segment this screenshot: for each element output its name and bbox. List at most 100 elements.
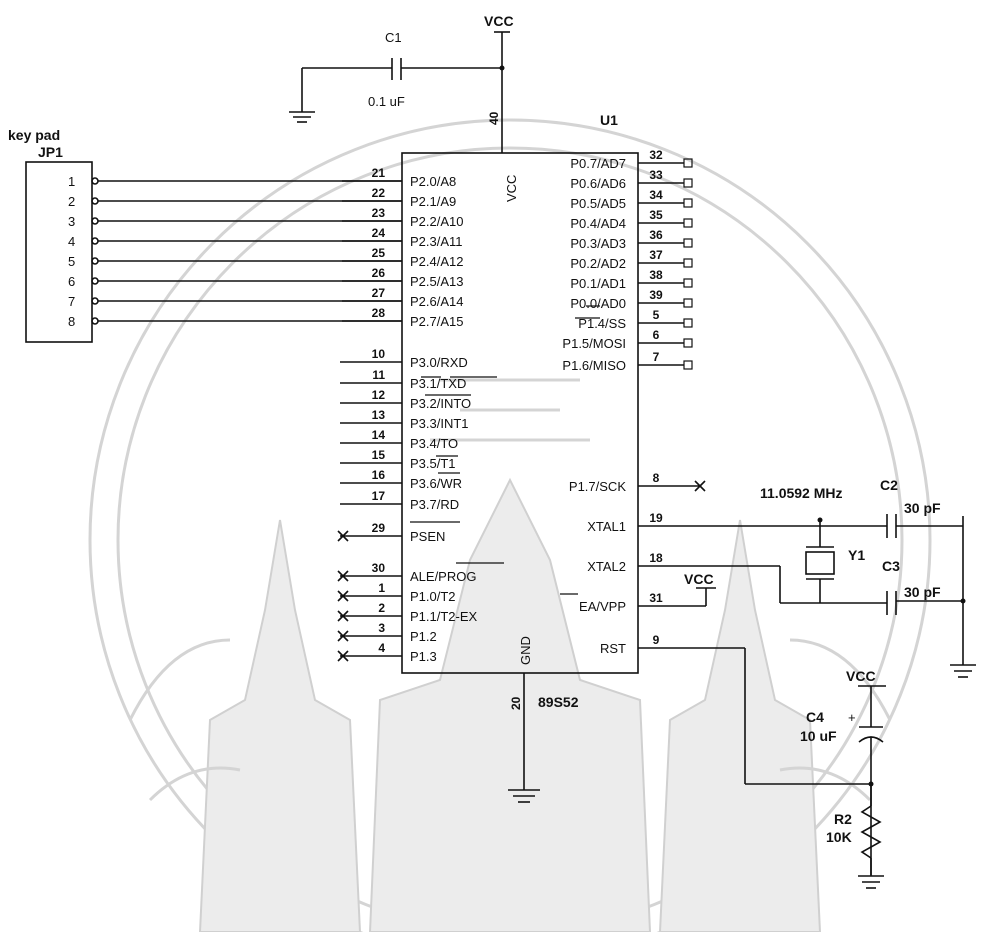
pin-number: 23 bbox=[372, 206, 386, 220]
pin-number: 33 bbox=[649, 168, 663, 182]
keypad-pin-number: 6 bbox=[68, 274, 75, 289]
pin-name: P0.1/AD1 bbox=[570, 276, 626, 291]
pin-number: 7 bbox=[653, 350, 660, 364]
pin-number: 19 bbox=[649, 511, 663, 525]
c4-ref-label: C4 bbox=[806, 709, 824, 725]
no-connect-icon bbox=[337, 650, 349, 662]
u1-pin-4: 4P1.3 bbox=[337, 641, 437, 664]
pin-number: 9 bbox=[653, 633, 660, 647]
pin-name: P2.1/A9 bbox=[410, 194, 456, 209]
no-connect-icon bbox=[694, 480, 706, 492]
no-connect-icon bbox=[337, 530, 349, 542]
pin-number: 10 bbox=[372, 347, 386, 361]
pin-name: P1.2 bbox=[410, 629, 437, 644]
pin-number: 5 bbox=[653, 308, 660, 322]
pin-terminal-icon bbox=[683, 178, 693, 188]
pin-number: 3 bbox=[378, 621, 385, 635]
u1-pin-9: RST 9 bbox=[600, 633, 660, 656]
y1-ref-label: Y1 bbox=[848, 547, 865, 563]
pin-name: P3.6/WR bbox=[410, 476, 462, 491]
pin-number: 14 bbox=[372, 428, 386, 442]
pin-number: 39 bbox=[649, 288, 663, 302]
keypad-pin-number: 4 bbox=[68, 234, 75, 249]
pin-number: 26 bbox=[372, 266, 386, 280]
pin-number: 38 bbox=[649, 268, 663, 282]
no-connect-icon bbox=[337, 610, 349, 622]
pin-number: 4 bbox=[378, 641, 385, 655]
pin-terminal-icon bbox=[683, 278, 693, 288]
pin-name: RST bbox=[600, 641, 626, 656]
pin-name: P3.4/TO bbox=[410, 436, 458, 451]
u1-pin-1: 1P1.0/T2 bbox=[337, 581, 456, 604]
u1-pin-39: P0.0/AD0 39 bbox=[570, 288, 693, 311]
u1-pin-38: P0.1/AD1 38 bbox=[570, 268, 693, 291]
pin-name: P1.1/T2-EX bbox=[410, 609, 478, 624]
pin-name: P2.5/A13 bbox=[410, 274, 464, 289]
crystal-frequency-label: 11.0592 MHz bbox=[760, 485, 843, 501]
c4-value-label: 10 uF bbox=[800, 728, 837, 744]
pin-terminal-icon bbox=[683, 298, 693, 308]
pin-number: 13 bbox=[372, 408, 386, 422]
pin-terminal-icon bbox=[683, 258, 693, 268]
pin-number: 11 bbox=[372, 368, 385, 382]
u1-pin-2: 2P1.1/T2-EX bbox=[337, 601, 478, 624]
pin-name: P3.0/RXD bbox=[410, 355, 468, 370]
pin-number: 30 bbox=[372, 561, 386, 575]
pin-name: P3.7/RD bbox=[410, 497, 459, 512]
u1-pin-7: P1.6/MISO 7 bbox=[562, 350, 693, 373]
vcc-c4-label: VCC bbox=[846, 668, 876, 684]
pin-number: 34 bbox=[649, 188, 663, 202]
chip-part-label: 89S52 bbox=[538, 694, 579, 710]
vcc-c1-section: VCC C1 0.1 uF 40 bbox=[289, 13, 514, 153]
pin-name: P3.2/INTO bbox=[410, 396, 471, 411]
pin-terminal-icon bbox=[683, 218, 693, 228]
pin-name: P0.7/AD7 bbox=[570, 156, 626, 171]
pin-name: P1.6/MISO bbox=[562, 358, 626, 373]
crystal-oscillator-section: 11.0592 MHz C2 30 pF Y1 C3 30 pF bbox=[638, 477, 976, 678]
pin-name: P0.6/AD6 bbox=[570, 176, 626, 191]
c3-value-label: 30 pF bbox=[904, 584, 941, 600]
pin-terminal-icon bbox=[683, 318, 693, 328]
ea-vcc-connection: VCC bbox=[638, 571, 716, 607]
pin-name: P2.6/A14 bbox=[410, 294, 464, 309]
c1-value-label: 0.1 uF bbox=[368, 94, 405, 109]
pin-name: P0.0/AD0 bbox=[570, 296, 626, 311]
c3-ref-label: C3 bbox=[882, 558, 900, 574]
chip-gnd-label: GND bbox=[518, 636, 533, 665]
vcc-top-label: VCC bbox=[484, 13, 514, 29]
pin-terminal-icon bbox=[683, 198, 693, 208]
pin-name: ALE/PROG bbox=[410, 569, 476, 584]
pin-name: P3.3/INT1 bbox=[410, 416, 469, 431]
keypad-pin-number: 5 bbox=[68, 254, 75, 269]
pin-number: 21 bbox=[372, 166, 386, 180]
pin-terminal-icon bbox=[683, 360, 693, 370]
pin-number: 32 bbox=[649, 148, 663, 162]
pin-name: P2.7/A15 bbox=[410, 314, 464, 329]
pin-number: 2 bbox=[378, 601, 385, 615]
pin-name: P3.5/T1 bbox=[410, 456, 456, 471]
pin-name: P3.1/TXD bbox=[410, 376, 466, 391]
r2-value-label: 10K bbox=[826, 829, 852, 845]
keypad-pin-number: 3 bbox=[68, 214, 75, 229]
pin-terminal-icon bbox=[683, 338, 693, 348]
keypad-pin-number: 1 bbox=[68, 174, 75, 189]
c1-ref-label: C1 bbox=[385, 30, 402, 45]
pin-number: 22 bbox=[372, 186, 386, 200]
c2-value-label: 30 pF bbox=[904, 500, 941, 516]
jp1-ref-label: JP1 bbox=[38, 144, 63, 160]
